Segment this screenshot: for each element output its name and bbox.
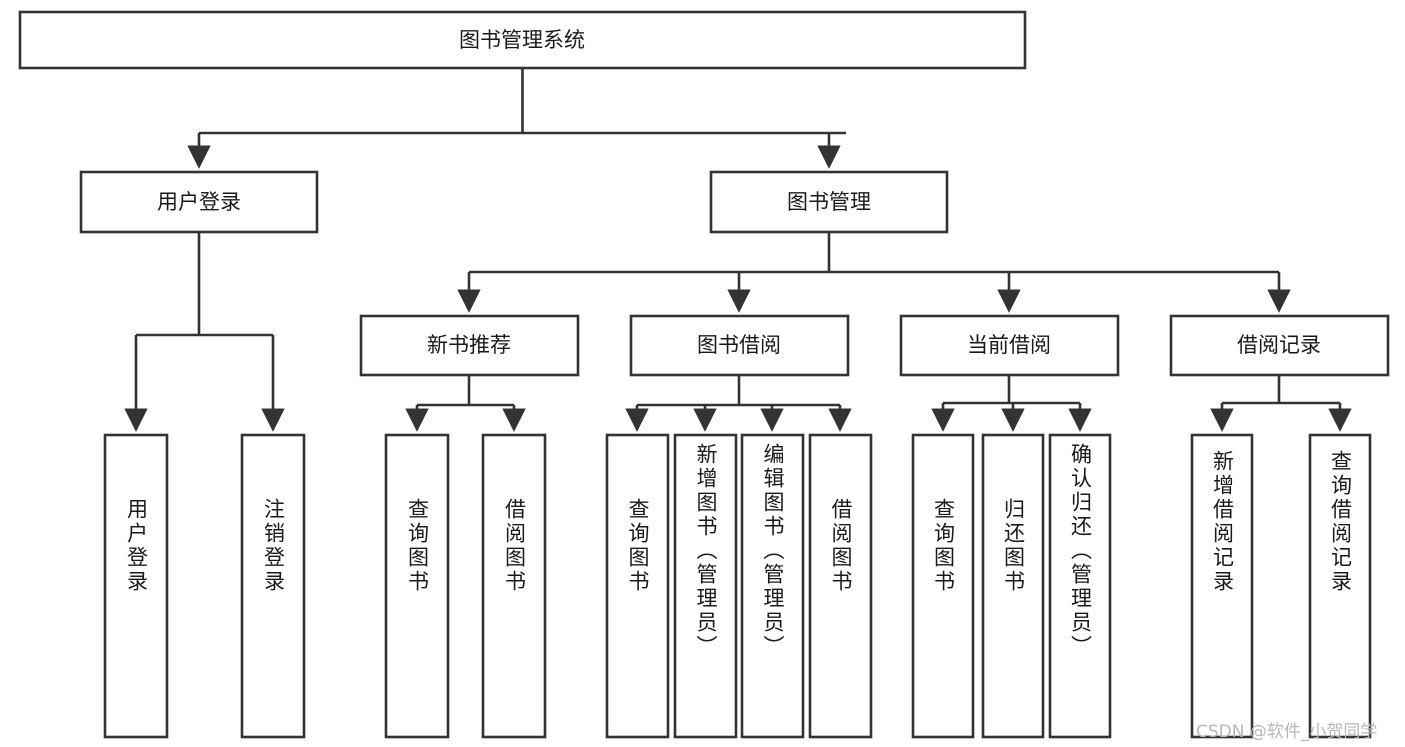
node-book-borrow-box[interactable] (629, 314, 850, 377)
node-user-login[interactable]: 用户登录 (79, 170, 319, 234)
connector-group-record (1210, 375, 1352, 432)
leaf-box-logout[interactable] (240, 433, 306, 739)
node-book-borrow[interactable]: 图书借阅 (629, 314, 850, 377)
leaf-box-query-book-borrow[interactable] (605, 433, 670, 739)
node-root[interactable]: 图书管理系统 (18, 10, 1027, 70)
connector-group-book-mgmt (457, 232, 1291, 313)
leaf-box-add-book-admin[interactable] (673, 433, 738, 739)
leaf-box-return-book[interactable] (981, 433, 1045, 739)
leaf-box-edit-book-admin[interactable] (740, 433, 805, 739)
node-book-management-label: 图书管理 (787, 190, 871, 214)
node-root-label: 图书管理系统 (459, 28, 585, 52)
connector-group-borrow (625, 375, 852, 432)
node-new-book-recommend-label: 新书推荐 (427, 333, 511, 357)
leaf-box-query-borrow-record[interactable] (1308, 433, 1372, 739)
leaf-box-borrow-book[interactable] (808, 433, 873, 739)
node-root-box[interactable] (18, 10, 1027, 70)
node-user-login-box[interactable] (79, 170, 319, 234)
node-book-management-box[interactable] (709, 170, 949, 234)
node-book-borrow-label: 图书借阅 (697, 333, 781, 357)
connector-group-user-login (124, 232, 285, 432)
connector-group-root (187, 68, 846, 169)
leaf-boxes (103, 433, 1372, 739)
node-new-book-recommend-box[interactable] (359, 314, 580, 377)
node-current-borrow[interactable]: 当前借阅 (899, 314, 1120, 377)
node-current-borrow-label: 当前借阅 (967, 333, 1051, 357)
node-current-borrow-box[interactable] (899, 314, 1120, 377)
leaf-box-query-book-new[interactable] (384, 433, 450, 739)
leaf-box-user-login[interactable] (103, 433, 169, 739)
leaf-box-query-book-current[interactable] (911, 433, 975, 739)
leaf-box-add-borrow-record[interactable] (1190, 433, 1254, 739)
node-borrow-record[interactable]: 借阅记录 (1169, 314, 1390, 377)
connector-group-new-book (405, 375, 526, 432)
node-user-login-label: 用户登录 (157, 190, 241, 214)
node-borrow-record-box[interactable] (1169, 314, 1390, 377)
leaf-box-confirm-return-admin[interactable] (1048, 433, 1112, 739)
node-new-book-recommend[interactable]: 新书推荐 (359, 314, 580, 377)
node-borrow-record-label: 借阅记录 (1237, 333, 1321, 357)
node-book-management[interactable]: 图书管理 (709, 170, 949, 234)
connector-group-current (931, 375, 1092, 432)
leaf-box-borrow-book-new[interactable] (481, 433, 547, 739)
